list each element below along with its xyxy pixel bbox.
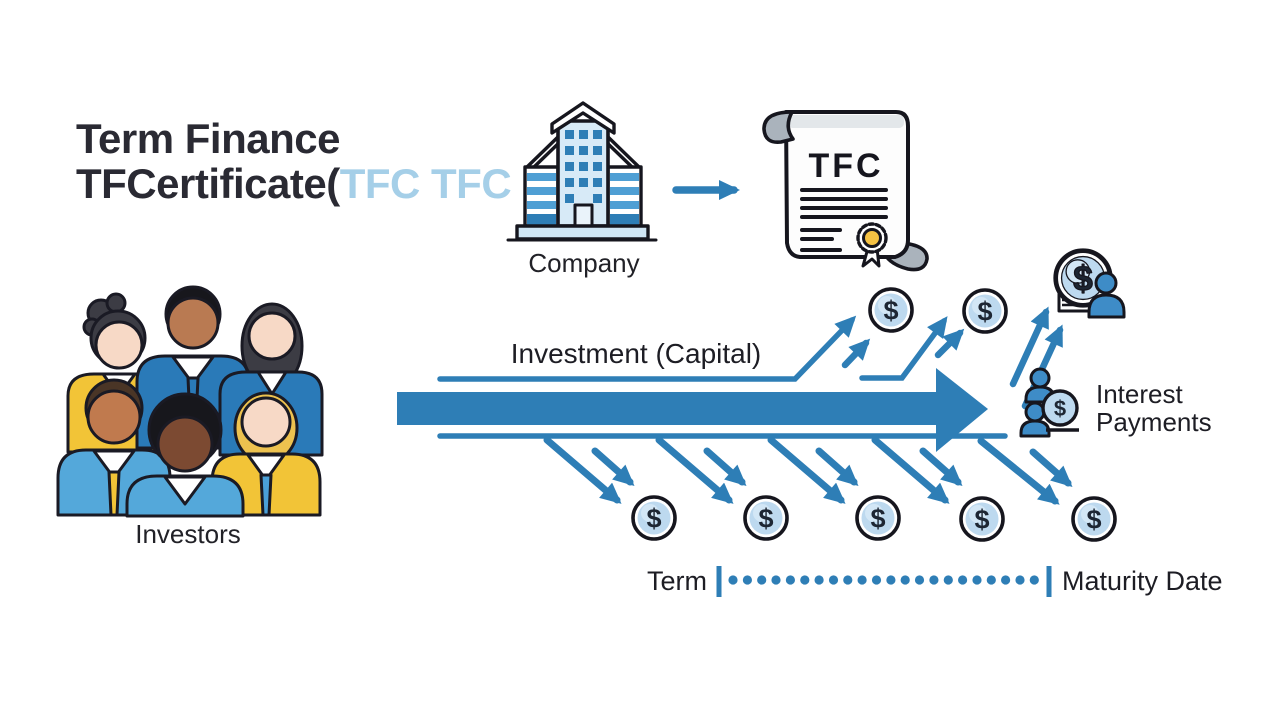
investment-label: Investment (Capital) [511, 338, 762, 369]
term-label: Term [647, 566, 707, 596]
interest-payments-icon: $ [1019, 367, 1079, 438]
interest-arrows-down [437, 433, 1073, 505]
certificate-heading: TFC [808, 147, 883, 185]
company-icon [506, 101, 658, 242]
title-line1: Term Finance [76, 115, 340, 162]
interest-label-line2: Payments [1096, 407, 1212, 437]
investor-receiving-icon [1056, 251, 1126, 319]
coin-bottom-5 [1071, 496, 1117, 542]
coin-bottom-4 [959, 496, 1005, 542]
term-timeline: Term Maturity Date [647, 566, 1223, 597]
title-line2-light: TFC TFC [340, 160, 512, 207]
title-line2-dark: TFCertificate( [76, 160, 340, 207]
title-block: Term Finance TFCertificate(TFC TFC [76, 115, 512, 207]
interest-label-line1: Interest [1096, 379, 1183, 409]
title-line2: TFCertificate(TFC TFC [76, 160, 511, 207]
coin-bottom-1 [631, 495, 677, 541]
coin-top-1 [868, 287, 914, 333]
certificate-icon: TFC [762, 110, 929, 272]
certificate-text-lines [800, 188, 888, 252]
interest-coin-symbol: $ [1054, 396, 1066, 421]
investor-front-center [125, 392, 245, 518]
certificate-seal [856, 222, 888, 268]
maturity-label: Maturity Date [1062, 566, 1223, 596]
investors-icon [56, 285, 324, 518]
timeline-dots [728, 575, 1039, 585]
main-investment-arrow [397, 368, 988, 452]
company-label: Company [528, 248, 639, 278]
tower-windows [565, 130, 602, 203]
coin-bottom-3 [855, 495, 901, 541]
left-wing [523, 165, 560, 228]
coin-top-2 [962, 288, 1008, 334]
coin-bottom-2 [743, 495, 789, 541]
investors-label: Investors [135, 519, 241, 549]
right-wing [606, 165, 643, 228]
